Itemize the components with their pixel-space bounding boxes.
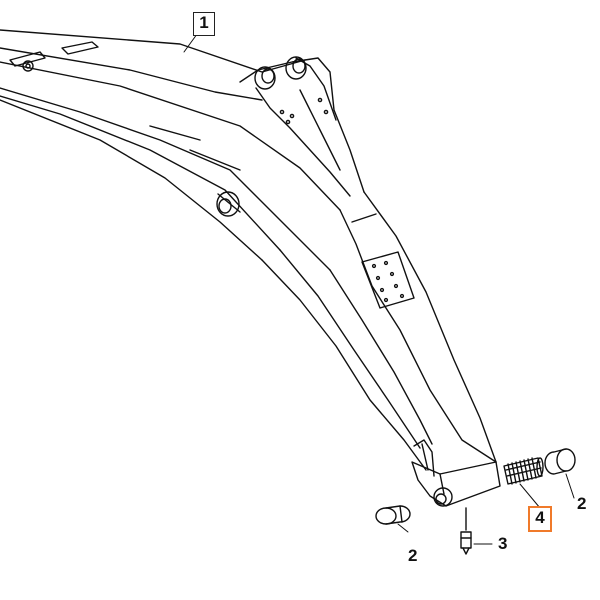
boom-knuckle <box>239 56 365 197</box>
leader-lines <box>183 29 575 545</box>
boom-arm <box>0 29 341 271</box>
callout-4-highlighted: 4 <box>528 506 552 532</box>
callout-1: 1 <box>193 12 215 36</box>
knurled-pin <box>503 457 544 485</box>
bushing-right <box>544 448 576 475</box>
boom-side-pin <box>216 191 241 217</box>
grease-nipple <box>460 507 472 555</box>
bushing-left <box>375 505 411 525</box>
callout-2-right: 2 <box>577 494 587 513</box>
dipper-arm <box>261 191 501 507</box>
callout-3: 3 <box>498 534 508 553</box>
callout-2-left: 2 <box>408 546 418 565</box>
